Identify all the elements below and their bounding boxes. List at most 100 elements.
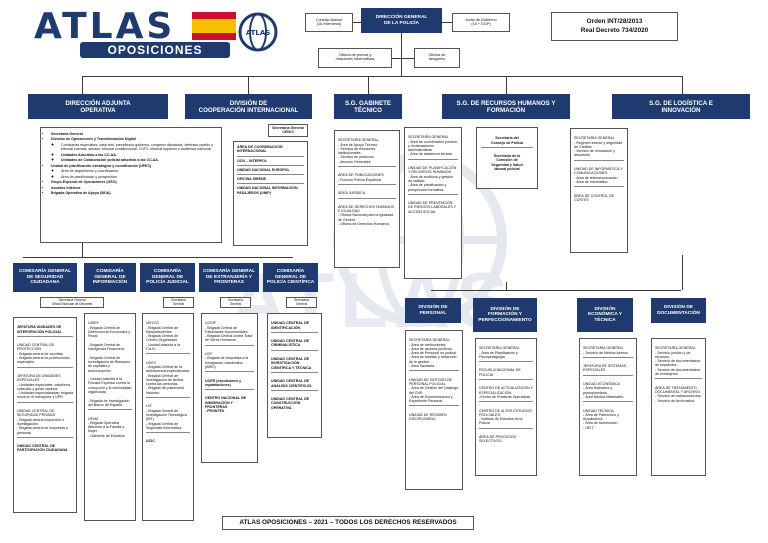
logo-subtitle-bar: OPOSICIONES — [80, 42, 230, 58]
economica-item: SECRETARÍA GENERAL - Servicio de Medios … — [583, 346, 629, 355]
dao-subitem: Área de planificación y prospectiva. — [61, 175, 218, 179]
footer-text: ATLAS OPOSICIONES – 2021 – TODOS LOS DER… — [239, 519, 457, 526]
connector-line — [682, 76, 683, 94]
economica-item: UNIDAD TÉCNICA. - Área de Patrimonio y A… — [583, 408, 619, 430]
coop-secretaria: Secretaría General CENCI — [268, 124, 308, 137]
order-line2: Real Decreto 734/2020 — [580, 27, 649, 34]
gabinete-item: ÁREA JURÍDICA — [338, 191, 366, 196]
logistica-content-box: SECRETARÍA GENERAL - Régimen interior y … — [570, 128, 628, 253]
division-personal-header: DIVISIÓN DE PERSONAL — [405, 298, 461, 323]
connector-line — [506, 76, 507, 94]
connector-line — [506, 282, 507, 290]
division-documentacion-box: SECRETARÍA GENERAL - Servicio jurídico y… — [651, 338, 706, 476]
oficina-despacho-box: Oficina de despacho — [414, 48, 460, 68]
division-formacion-box: SECRETARÍA GENERAL - Área de Planificaci… — [475, 338, 537, 476]
cpc-item: UNIDAD CENTRAL DE INVESTIGACIÓN CIENTÍFI… — [271, 357, 312, 370]
dao-item: Asuntos Internos — [51, 186, 218, 190]
logistica-item: UNIDAD DE INFORMÁTICA Y COMUNICACIONES -… — [574, 167, 623, 184]
cpj-item: UIT - Brigada Central de Investigación T… — [146, 404, 187, 430]
coop-item: UNIDAD NACIONAL INFORMACIÓN PASAJEROS (U… — [237, 186, 298, 195]
svg-text:ATLAS: ATLAS — [246, 29, 271, 37]
documentacion-item: SECRETARÍA GENERAL - Servicio jurídico y… — [655, 346, 701, 377]
personal-item: SECRETARÍA GENERAL - Área de retribucion… — [409, 338, 457, 369]
junta-gobierno-box: Junta de Gobierno (15 + DGP) — [452, 13, 510, 32]
cpj-content-box: UDYCO - Brigada Central de Estupefacient… — [142, 313, 194, 521]
division-economica-header: DIVISIÓN ECONÓMICA Y TÉCNICA — [577, 298, 633, 332]
gabinete-content-box: SECRETARÍA GENERAL - Área de Apoyo Técni… — [334, 130, 400, 268]
dao-subitem: Unidades Adscritas a las CC.AA. — [61, 153, 218, 157]
formacion-item: ÁREA DE PROCESOS SELECTIVOS. — [479, 435, 516, 444]
gabinete-item: SECRETARÍA GENERAL - Área de Apoyo Técni… — [338, 138, 379, 164]
division-formacion-header: DIVISIÓN DE FORMACIÓN Y PERFECCIONAMIENT… — [473, 298, 537, 332]
csc-item: UNIDAD CENTRAL DE PARTICIPACIÓN CIUDADAN… — [17, 444, 68, 453]
logistica-item: ÁREA DE CONTROL DE COSTES — [574, 193, 615, 202]
cpj-item: UDEV - Brigada Central de la delincuenci… — [146, 360, 190, 395]
logo: ATLAS OPOSICIONES ATLAS — [20, 6, 280, 64]
formacion-item: ESCUELA NACIONAL DE POLICÍA — [479, 368, 521, 377]
connector-line — [682, 255, 683, 290]
rrhh-right-box: Secretaría del Consejo de Policía Secret… — [476, 127, 538, 189]
connector-line — [392, 58, 414, 59]
personal-item: UNIDAD DE GESTIÓN DE PERSONAL POLICIAL -… — [409, 377, 459, 404]
connector-line — [82, 76, 682, 77]
economica-item: UNIDAD ECONÓMICA - Área financiera y pre… — [583, 382, 624, 399]
dao-item: Unidad de planificación estratégica y co… — [51, 164, 218, 168]
direccion-adjunta-header: DIRECCIÓN ADJUNTA OPERATIVA — [28, 94, 168, 119]
oficina-prensa-box: Oficina de prensa y relaciones informati… — [318, 48, 392, 68]
consejo-asesor-box: Consejo Asesor (16 miembros) — [305, 13, 353, 32]
rrhh-item: SECRETARÍA GENERAL - Área de coordinació… — [408, 135, 457, 157]
logistica-innovacion-header: S.G. DE LOGÍSTICA E INNOVACIÓN — [612, 94, 750, 119]
csc-item: UNIDAD CENTRAL DE SEGURIDAD PRIVADA - Br… — [17, 409, 68, 435]
cef-item: UCF - Brigada de respuesta a la inmigrac… — [205, 352, 249, 369]
comisaria-informacion-header: COMISARÍA GENERAL DE INFORMACIÓN — [84, 263, 136, 292]
csc-item: JEFATURA DE UNIDADES ESPECIALES - Unidad… — [17, 373, 73, 400]
ci-content-box: UIDEF - Brigada Central de Delincuencia … — [84, 313, 136, 521]
comisaria-extranjeria-header: COMISARÍA GENERAL DE EXTRANJERÍA Y FRONT… — [199, 263, 259, 292]
comisaria-policia-judicial-header: COMISARÍA GENERAL DE POLICÍA JUDICIAL — [140, 263, 195, 292]
cooperacion-internacional-header: DIVISIÓN DE COOPERACIÓN INTERNACIONAL — [185, 94, 312, 119]
division-documentacion-header: DIVISIÓN DE DOCUMENTACIÓN — [651, 298, 706, 323]
order-line1: Orden INT/28/2013 — [586, 18, 643, 25]
cef-item: UCER (expulsiones y repatriaciones) — [205, 378, 242, 387]
dao-subitem: Unidades de Colaboración policial adscri… — [61, 158, 218, 162]
coop-item: OFICINA SIRENE — [237, 177, 267, 182]
rrhh-left-box: SECRETARÍA GENERAL - Área de coordinació… — [404, 127, 462, 279]
order-box: Orden INT/28/2013 Real Decreto 734/2020 — [551, 12, 678, 41]
economica-item: JEFATURA DE SISTEMAS ESPECIALES — [583, 364, 627, 373]
dao-subitem: Comisarías especiales: casa real, presid… — [61, 143, 218, 152]
connector-line — [23, 257, 293, 258]
ci-item: UIDEF - Brigada Central de Delincuencia … — [88, 321, 132, 407]
cpc-item: UNIDAD CENTRAL DE ANÁLISIS CIENTÍFICOS — [271, 379, 312, 388]
cpc-secretaria: Secretaría General — [286, 297, 317, 308]
connector-line — [442, 22, 452, 23]
formacion-item: CENTRO DE ACTUALIZACIÓN Y ESPECIALIZACIÓ… — [479, 386, 533, 399]
coop-item: UNIDAD NACIONAL EUROPOL — [237, 167, 290, 172]
dao-item: Brigada Operativa de Apoyo (BOA) — [51, 191, 218, 195]
direccion-general-header: DIRECCIÓN GENERAL DE LA POLICÍA — [361, 8, 442, 33]
cpc-content-box: UNIDAD CENTRAL DE IDENTIFICACIÓN UNIDAD … — [267, 313, 322, 438]
cpc-item: UNIDAD CENTRAL DE IDENTIFICACIÓN — [271, 321, 310, 330]
dao-item: División de Operaciones y Transformación… — [51, 137, 218, 141]
cpj-item: UCIC — [146, 439, 155, 444]
gabinete-item: ÁREA DE DERECHOS HUMANOS E IGUALDAD - Of… — [338, 204, 395, 227]
rrhh-item: UNIDAD DE PLANIFICACIÓN Y RECURSOS HUMAN… — [408, 166, 457, 192]
spain-flag-icon — [192, 12, 236, 40]
cef-item: CENTRO NACIONAL DE INMIGRACIÓN Y FRONTER… — [205, 396, 247, 414]
cef-item: UCRIF - Brigada Central de Falsedades Do… — [205, 321, 253, 343]
coop-content-box: ÁREA DE COORDINACIÓN INTERNACIONAL OCN –… — [233, 141, 308, 246]
gabinete-tecnico-header: S.G. GABINETE TÉCNICO — [334, 94, 402, 119]
division-personal-box: SECRETARÍA GENERAL - Área de retribucion… — [405, 330, 463, 490]
connector-line — [401, 33, 402, 76]
connector-line — [353, 22, 361, 23]
dao-list: Secretaría General División de Operacion… — [44, 132, 218, 195]
comisaria-seguridad-header: COMISARÍA GENERAL DE SEGURIDAD CIUDADANA — [13, 263, 77, 292]
formacion-item: SECRETARÍA GENERAL - Área de Planificaci… — [479, 346, 520, 359]
connector-line — [368, 76, 369, 94]
cpj-item: UDYCO - Brigada Central de Estupefacient… — [146, 321, 180, 352]
csc-content-box: JEFATURA UNIDADES DE INTERVENCIÓN POLICI… — [13, 317, 77, 513]
globe-logo-icon: ATLAS — [238, 12, 278, 52]
dao-content-box: Secretaría General División de Operacion… — [40, 127, 222, 243]
logo-name: ATLAS — [34, 6, 176, 47]
personal-item: UNIDAD DE RÉGIMEN DISCIPLINARIO. — [409, 412, 447, 422]
rrhh-consejo: Secretaría del Consejo de Policía — [491, 136, 523, 145]
